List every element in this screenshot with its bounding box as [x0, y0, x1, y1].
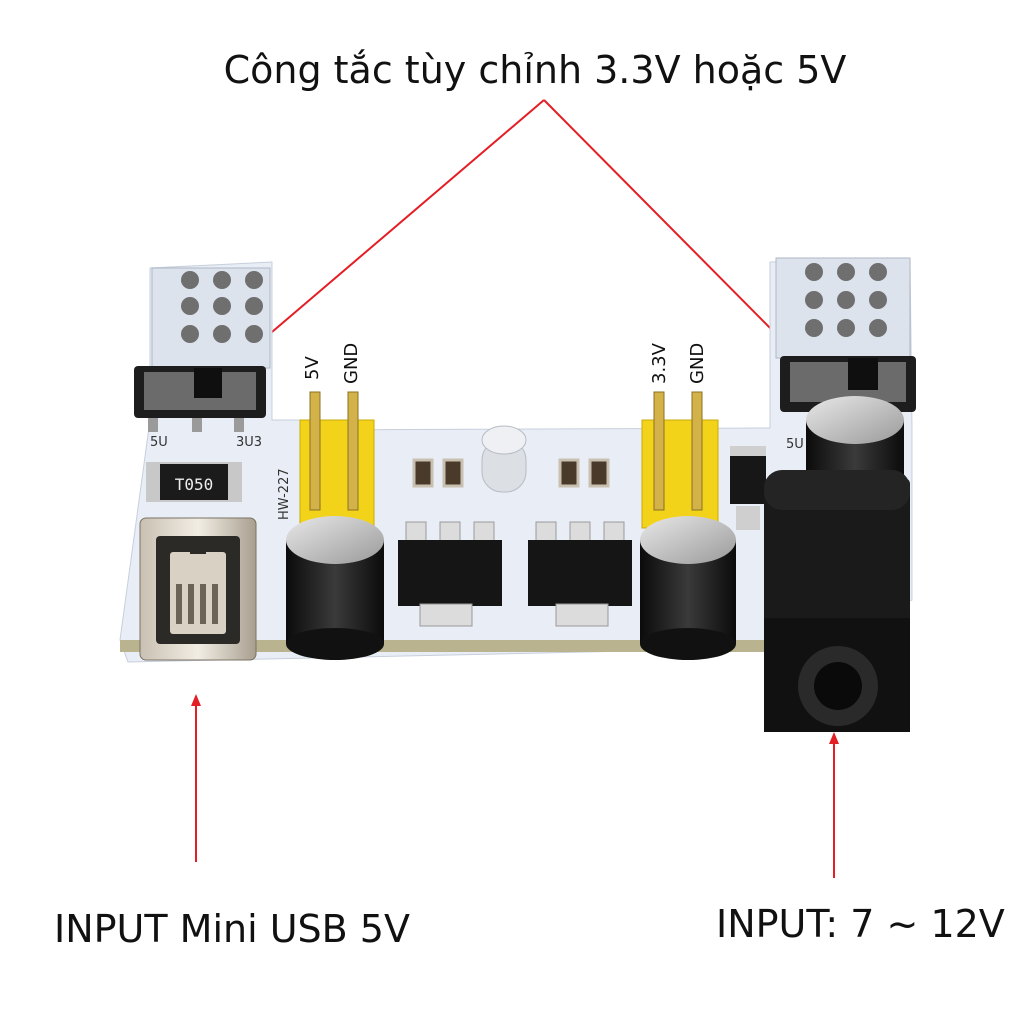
dc-input-annotation-label: INPUT: 7 ~ 12V [716, 902, 1005, 946]
left-slide-switch[interactable] [134, 366, 266, 432]
diode [730, 446, 766, 530]
fuse-marking: T050 [175, 475, 214, 494]
arrow-to-left-switch [271, 99, 545, 333]
right-slide-switch[interactable] [780, 356, 916, 412]
left-header-5v-label: 5V [302, 356, 323, 380]
right-header-3v3-label: 3.3V [649, 342, 670, 384]
regulator-5v [398, 521, 502, 627]
fuse-component [146, 462, 242, 502]
arrow-head-dc [829, 732, 839, 744]
annotation-arrows [191, 99, 839, 878]
smd-components [412, 458, 610, 488]
left-switch-block [151, 267, 271, 369]
right-pin-header[interactable] [641, 391, 719, 529]
middle-right-capacitor [640, 516, 736, 660]
right-switch-label-5v: 5U [786, 437, 804, 452]
left-switch-label-5v: 5U [150, 435, 168, 450]
arrow-to-right-switch [543, 99, 779, 337]
mini-usb-connector [139, 517, 257, 661]
left-pin-header[interactable] [299, 391, 375, 529]
left-switch-label-3v3: 3U3 [236, 435, 262, 450]
left-capacitor [286, 516, 384, 660]
dc-barrel-jack [764, 470, 910, 732]
model-marking: HW-227 [277, 468, 292, 520]
usb-input-annotation-label: INPUT Mini USB 5V [54, 907, 410, 951]
right-header-gnd-label: GND [687, 343, 708, 384]
switch-annotation-label: Công tắc tùy chỉnh 3.3V hoặc 5V [223, 48, 847, 92]
left-header-gnd-label: GND [341, 343, 362, 384]
right-switch-block [775, 257, 911, 359]
status-led [481, 425, 527, 493]
arrow-head-usb [191, 694, 201, 706]
regulator-3v3 [528, 521, 632, 627]
